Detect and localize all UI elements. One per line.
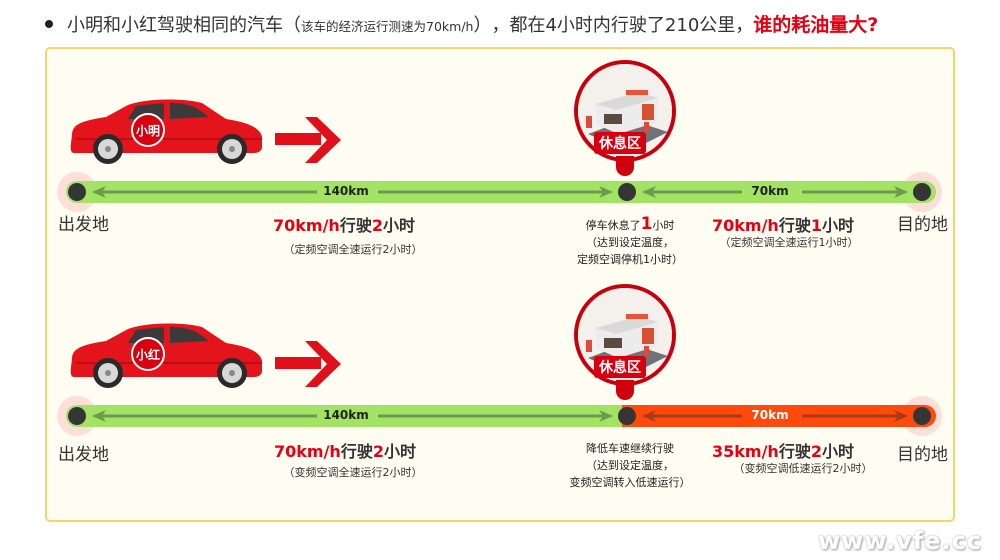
headline-main-2: ，都在4小时内行驶了210公里， [491, 15, 754, 36]
direction-arrow-icon [275, 341, 341, 387]
right-arrow-line-icon [802, 410, 908, 422]
car-icon [70, 99, 262, 164]
end-label: 目的地 [897, 215, 948, 235]
right-arrow-line-icon [378, 186, 613, 198]
segment1-distance: 140km [323, 184, 369, 198]
route-bar-orange [622, 405, 936, 427]
headline-question: 谁的耗油量大? [753, 14, 879, 36]
left-arrow-line-icon [92, 410, 317, 422]
headline-paren-open: （ [283, 15, 301, 36]
marker-stem [616, 156, 634, 176]
bullet-icon [45, 20, 53, 28]
car-icon [70, 323, 262, 388]
gas-station-icon [574, 284, 676, 386]
route-bar-green [66, 405, 636, 427]
segment2-note: （定频空调全速运行1小时） [719, 236, 859, 249]
right-arrow-line-icon [378, 410, 613, 422]
driver-badge: 小明 [131, 113, 165, 147]
segment2-note: （变频空调低速运行2小时） [733, 462, 873, 475]
headline-economy-note: 该车的经济运行测速为70km/h [301, 19, 474, 34]
left-arrow-line-icon [642, 410, 742, 422]
diagram-panel [45, 47, 955, 522]
left-arrow-line-icon [92, 186, 317, 198]
rest-area-marker: 休息区 [574, 60, 676, 180]
slowdown-description: 降低车速继续行驶 （达到设定温度， 变频空调转入低速运行） [569, 442, 691, 489]
right-arrow-line-icon [802, 186, 908, 198]
rest-description: 停车休息了1小时 （达到设定温度， 定频空调停机1小时） [577, 214, 683, 267]
row-xiaoming: 小明 休息区 140km [0, 0, 1000, 266]
segment2-speed: 35km/h行驶2小时 [712, 442, 854, 461]
driver-badge: 小红 [131, 337, 165, 371]
segment1-speed: 70km/h行驶2小时 [274, 442, 416, 461]
direction-arrow-icon [275, 117, 341, 163]
rest-area-marker: 休息区 [574, 284, 676, 404]
headline: 小明和小红驾驶相同的汽车 （ 该车的经济运行测速为70km/h ） ，都在4小时… [45, 10, 878, 38]
rest-area-label: 休息区 [594, 356, 646, 378]
start-label: 出发地 [58, 215, 109, 235]
marker-stem [616, 380, 634, 400]
start-node [68, 183, 86, 201]
segment1-note: （定频空调全速运行2小时） [283, 243, 423, 256]
rest-node [618, 183, 636, 201]
start-node [68, 407, 86, 425]
rest-node [618, 407, 636, 425]
watermark: www.vfe.cc [818, 527, 983, 555]
headline-paren-close: ） [473, 15, 492, 36]
segment2-distance: 70km [751, 184, 789, 198]
rest-area-label: 休息区 [594, 132, 646, 154]
row-xiaohong: 小红 休息区 140km [0, 224, 1000, 489]
start-label: 出发地 [58, 445, 109, 465]
end-label: 目的地 [897, 445, 948, 465]
segment2-distance: 70km [751, 408, 789, 422]
segment2-speed: 70km/h行驶1小时 [712, 216, 854, 235]
headline-main-1: 小明和小红驾驶相同的汽车 [67, 15, 283, 36]
end-node [913, 407, 931, 425]
segment1-distance: 140km [323, 408, 369, 422]
end-node [913, 183, 931, 201]
segment1-note: （变频空调全速运行2小时） [283, 466, 423, 479]
left-arrow-line-icon [642, 186, 742, 198]
car-xiaohong: 小红 [66, 319, 266, 391]
car-xiaoming: 小明 [66, 95, 266, 167]
segment1-speed: 70km/h行驶2小时 [273, 216, 415, 235]
